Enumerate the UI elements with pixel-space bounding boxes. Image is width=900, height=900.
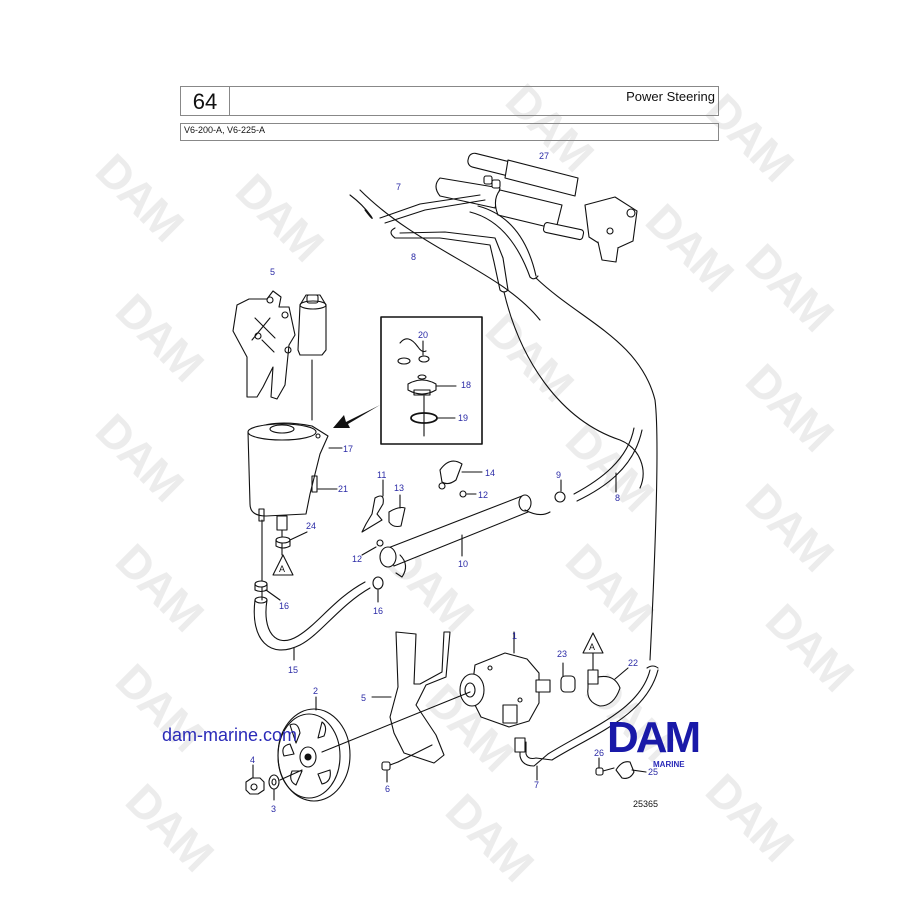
inset-detail-box [380,316,483,445]
pulley-part-2[interactable] [277,691,471,802]
bolt-part-6[interactable] [381,744,433,783]
svg-text:5: 5 [270,267,275,277]
steering-cylinder-part-27[interactable] [435,152,638,263]
website-link[interactable]: dam-marine.com [162,725,298,745]
svg-text:17: 17 [343,444,353,454]
hose-clamp-part-16-right[interactable] [372,576,384,603]
svg-text:26: 26 [594,748,604,758]
svg-text:3: 3 [271,804,276,814]
bracket-part-5[interactable] [232,290,296,400]
svg-text:7: 7 [534,780,539,790]
bolt-part-26[interactable] [595,757,615,776]
svg-text:22: 22 [628,658,638,668]
bolt-part-12[interactable] [361,490,477,556]
svg-text:27: 27 [539,151,549,161]
washer-part-3[interactable] [268,769,303,801]
svg-text:7: 7 [396,182,401,192]
svg-text:8: 8 [411,252,416,262]
svg-text:10: 10 [458,559,468,569]
hose-clamp-part-9[interactable] [554,479,566,503]
svg-text:20: 20 [418,330,428,340]
svg-text:12: 12 [352,554,362,564]
svg-text:A: A [589,642,595,652]
svg-text:12: 12 [478,490,488,500]
cooling-tube-part-10[interactable] [379,494,551,578]
svg-text:19: 19 [458,413,468,423]
reference-marker-a-right: A [582,632,604,671]
svg-text:13: 13 [394,483,404,493]
svg-text:11: 11 [377,470,386,480]
svg-text:5: 5 [361,693,366,703]
pump-bracket-part-5[interactable] [371,631,451,764]
svg-text:23: 23 [557,649,567,659]
dam-logo-subtitle: MARINE [653,760,685,769]
clamp-part-14[interactable] [438,460,483,490]
hose-clamp-part-24[interactable] [275,531,308,549]
clamp-part-25[interactable] [615,761,647,779]
hose-part-8-right[interactable] [573,427,643,502]
svg-text:18: 18 [461,380,471,390]
section-number: 64 [181,87,230,115]
svg-text:21: 21 [338,484,348,494]
svg-text:9: 9 [556,470,561,480]
dam-logo: DAM [607,713,701,762]
clip-part-11[interactable] [361,479,384,533]
callout-labels: 1 2 3 4 5 5 6 7 7 8 8 9 10 11 12 12 13 1… [250,151,658,814]
svg-text:24: 24 [306,521,316,531]
figure-number: 25365 [633,799,659,809]
reference-marker-a-left: A [272,554,294,576]
elbow-hose-part-22[interactable] [587,667,629,707]
svg-text:A: A [279,564,285,574]
svg-text:16: 16 [279,601,289,611]
page-title: Power Steering [626,89,715,104]
detail-arrow [333,405,380,428]
nut-part-4[interactable] [245,764,265,795]
reservoir-part-17[interactable] [247,359,343,601]
svg-text:8: 8 [615,493,620,503]
svg-text:4: 4 [250,755,255,765]
svg-text:2: 2 [313,686,318,696]
model-list: V6-200-A, V6-225-A [184,125,266,135]
fitting-part-23[interactable] [560,662,576,693]
model-header: V6-200-A, V6-225-A [180,123,719,141]
power-steering-pump-part-1[interactable] [459,631,551,728]
reservoir-upper-filter [297,294,327,356]
svg-text:25: 25 [648,767,658,777]
section-header: 64 Power Steering [180,86,719,116]
svg-text:15: 15 [288,665,298,675]
hose-part-15[interactable] [253,580,371,661]
svg-text:6: 6 [385,784,390,794]
upper-hose-lines[interactable] [349,189,658,661]
pressure-hose-part-7[interactable] [514,665,659,781]
svg-text:14: 14 [485,468,495,478]
svg-text:16: 16 [373,606,383,616]
clip-part-13[interactable] [388,494,406,528]
svg-text:1: 1 [512,631,517,641]
